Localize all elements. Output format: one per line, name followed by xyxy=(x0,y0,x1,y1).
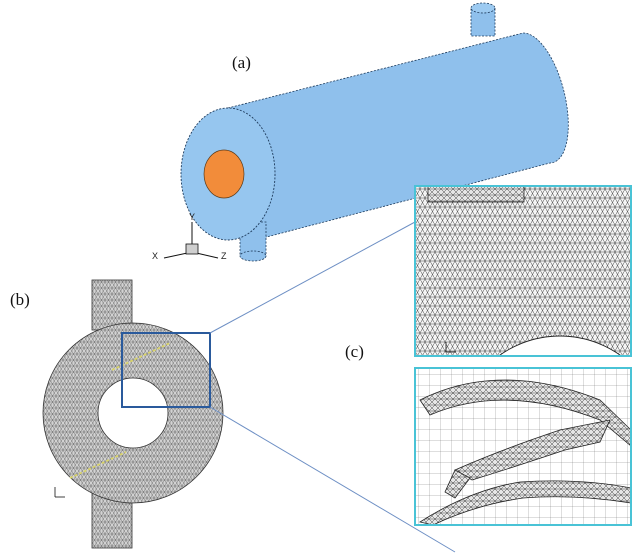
baffle-line-lower xyxy=(69,451,127,479)
inset-triangular-mesh xyxy=(414,185,632,357)
y-axis-label: Y xyxy=(189,212,195,222)
z-axis-label: Z xyxy=(221,251,227,261)
nozzle-root-mesh xyxy=(427,186,525,203)
connecting-band xyxy=(444,469,471,499)
connector-lower xyxy=(209,406,456,553)
zoom-connectors xyxy=(209,221,456,553)
inset-top-border xyxy=(414,185,632,357)
lower-wall-band xyxy=(418,480,631,525)
top-nozzle-cap xyxy=(470,2,496,14)
panel-b-label: (b) xyxy=(10,290,30,309)
fine-mesh-area xyxy=(415,186,631,356)
inset-cartesian-mesh xyxy=(414,367,632,526)
panel-b-cross-section: (b) xyxy=(10,279,224,549)
outer-wall-band xyxy=(419,379,631,447)
panel-c-label: (c) xyxy=(345,342,364,361)
upper-nozzle-mesh xyxy=(91,279,133,331)
connector-upper xyxy=(209,221,416,334)
top-nozzle xyxy=(470,2,496,37)
panel-a-shell-model: (a) xyxy=(180,2,569,262)
bottom-nozzle-cap xyxy=(239,250,267,262)
x-axis-label: X xyxy=(152,251,158,261)
triad-cube xyxy=(185,243,199,255)
axis-triad: Y X Z xyxy=(152,212,227,261)
baffle-band xyxy=(454,419,611,481)
zoom-region-box xyxy=(121,332,211,408)
panel-a-label: (a) xyxy=(232,53,251,72)
cylinder-body xyxy=(227,32,569,241)
inset-bottom-border xyxy=(414,367,632,526)
inlet-face xyxy=(203,149,245,199)
inner-bore xyxy=(97,377,169,449)
bore-edge xyxy=(497,335,623,356)
